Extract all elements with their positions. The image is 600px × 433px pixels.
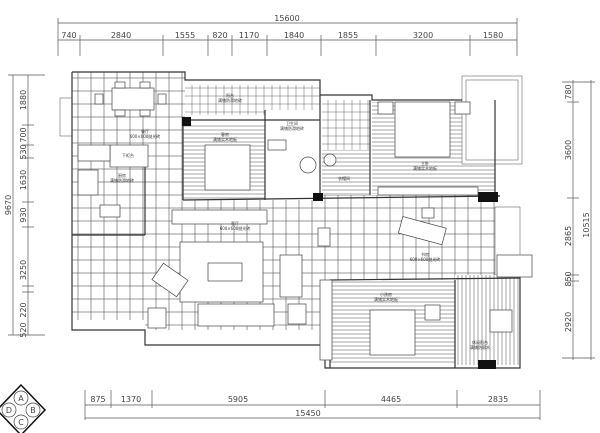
bottom-dimensions: 875 1370 5905 4465 2835 15450 bbox=[84, 390, 541, 420]
compass-label: D bbox=[6, 406, 12, 415]
room-label-kitchen: 厨房 bbox=[118, 172, 126, 178]
left-dimension: 530 bbox=[19, 144, 28, 159]
left-dimension: 220 bbox=[19, 302, 28, 317]
section-index-symbol: A B C D bbox=[0, 383, 47, 433]
room-label-leisure: 休闲阳台 bbox=[472, 339, 488, 345]
top-dimension: 820 bbox=[212, 31, 227, 40]
sofa bbox=[197, 303, 275, 327]
bottom-dimension: 5905 bbox=[228, 395, 248, 404]
left-dimension: 700 bbox=[19, 127, 28, 142]
left-total-dimension: 9670 bbox=[4, 195, 13, 215]
room-label-guest: 客房 bbox=[221, 131, 229, 137]
bottom-dimension: 2835 bbox=[488, 395, 508, 404]
room-label-balcony: 阳台 bbox=[226, 92, 234, 98]
top-total-dimension: 15600 bbox=[274, 14, 299, 23]
right-dimensions: 780 3600 2865 850 2920 10515 bbox=[562, 80, 595, 360]
room-label-master: 主卧 bbox=[421, 160, 429, 166]
bottom-total-dimension: 15450 bbox=[295, 409, 320, 418]
left-dimension: 1630 bbox=[19, 170, 28, 190]
kids-bed bbox=[369, 309, 416, 356]
room-label-counter: 下柜台 bbox=[122, 152, 134, 158]
floor-note: 满铺防滑地砖 bbox=[280, 125, 304, 131]
furniture bbox=[77, 81, 533, 361]
bottom-dimension: 4465 bbox=[381, 395, 401, 404]
top-dimension: 1855 bbox=[338, 31, 358, 40]
floor-note: 满铺实木地板 bbox=[374, 296, 398, 302]
room-label-dining: 餐厅 bbox=[141, 128, 149, 134]
floor-note: 满铺实木地板 bbox=[413, 165, 437, 171]
top-dimension: 1580 bbox=[483, 31, 503, 40]
top-dimension: 1555 bbox=[175, 31, 195, 40]
top-dimension: 1840 bbox=[284, 31, 304, 40]
dining-table bbox=[111, 87, 155, 111]
room-label-study: 书房 bbox=[421, 251, 429, 257]
room-label-closet: 衣帽间 bbox=[338, 175, 350, 181]
bottom-dimension: 875 bbox=[90, 395, 105, 404]
floor-note: 600×600抛光砖 bbox=[410, 256, 441, 262]
floor-note: 600×600抛光砖 bbox=[130, 133, 161, 139]
left-dimensions: 9670 1880 700 530 1630 930 3250 220 520 bbox=[4, 74, 45, 338]
right-dimension: 780 bbox=[564, 84, 573, 99]
floor-note: 满铺防腐木 bbox=[470, 344, 490, 350]
right-dimension: 850 bbox=[564, 271, 573, 286]
left-dimension: 3250 bbox=[19, 260, 28, 280]
room-label-kids: 小孩房 bbox=[380, 291, 392, 297]
master-bed bbox=[394, 101, 451, 158]
room-label-bath: 卫生间 bbox=[286, 120, 298, 126]
left-dimension: 1880 bbox=[19, 90, 28, 110]
right-dimension: 3600 bbox=[564, 140, 573, 160]
compass-label: A bbox=[18, 394, 24, 403]
compass-label: C bbox=[18, 418, 24, 427]
bottom-dimension: 1370 bbox=[121, 395, 141, 404]
desk bbox=[397, 216, 447, 246]
right-dimension: 2865 bbox=[564, 226, 573, 246]
left-dimension: 930 bbox=[19, 207, 28, 222]
floor-note: 满铺实木地板 bbox=[213, 136, 237, 142]
room-label-living: 客厅 bbox=[231, 220, 239, 226]
right-total-dimension: 10515 bbox=[582, 212, 591, 237]
right-dimension: 2920 bbox=[564, 312, 573, 332]
top-dimension: 3200 bbox=[413, 31, 433, 40]
top-dimension: 2840 bbox=[111, 31, 131, 40]
compass-label: B bbox=[30, 406, 36, 415]
room-labels: 餐厅 600×600抛光砖 下柜台 厨房 满铺防滑地砖 阳台 满铺防滑地砖 客房… bbox=[110, 92, 490, 350]
left-dimension: 520 bbox=[19, 322, 28, 337]
floor-note: 满铺防滑地砖 bbox=[218, 97, 242, 103]
floor-note: 600×600抛光砖 bbox=[220, 225, 251, 231]
columns bbox=[182, 117, 498, 369]
top-dimension: 1170 bbox=[239, 31, 259, 40]
guest-bed bbox=[204, 144, 251, 191]
floor-note: 满铺防滑地砖 bbox=[110, 177, 134, 183]
top-dimensions: 15600 740 2840 1555 820 1170 1840 1855 3… bbox=[57, 14, 518, 56]
top-dimension: 740 bbox=[61, 31, 76, 40]
